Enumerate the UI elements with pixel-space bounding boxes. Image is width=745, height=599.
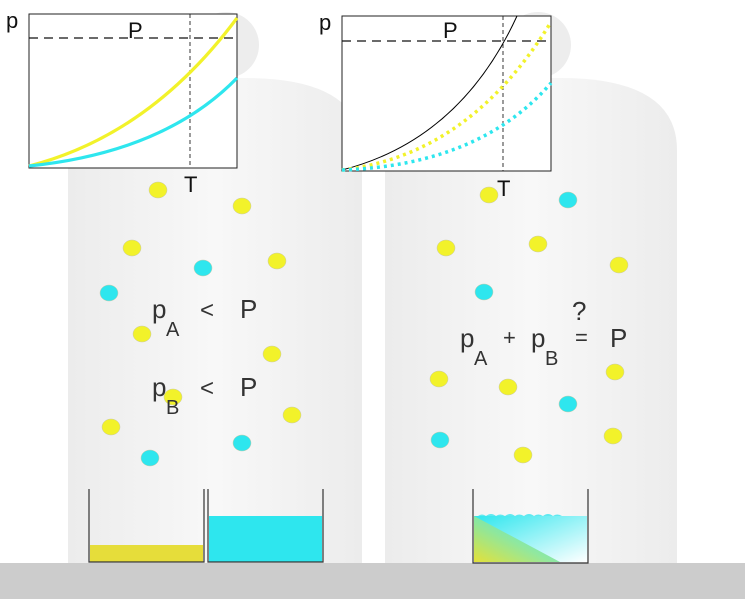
pressure-label: P [443,18,458,43]
molecule-b [99,284,119,302]
total-pressure-curve [341,15,518,171]
molecule-b [558,191,578,209]
molecule-a [513,446,533,464]
molecule-a [609,256,629,274]
right-molecules [429,186,629,464]
molecule-a [232,197,252,215]
right-pressure-graph: p P T [319,10,553,201]
floor [0,563,745,599]
left-pressure-graph: p P T [6,8,239,197]
molecule-a [282,406,302,424]
molecule-a [498,378,518,396]
molecule-a [603,427,623,445]
liquid-b [209,516,322,562]
plus: + [503,325,516,350]
molecule-a [429,370,449,388]
rhs: P [240,294,257,324]
beaker-liquid-b [207,489,324,563]
subscript: B [166,397,179,419]
equals: = [575,325,588,350]
molecule-a [479,186,499,204]
molecule-b [430,431,450,449]
sub1: A [474,348,488,370]
operator: < [200,375,214,402]
question-mark: ? [572,296,586,326]
molecule-b [474,283,494,301]
molecule-a [163,388,183,406]
beaker-mixture [472,489,589,564]
molecule-a [122,239,142,257]
mixture-yellow [474,516,560,562]
temperature-label: T [184,172,197,197]
left-relation-b: p B < P [152,372,257,419]
gas-a-curve [28,17,239,168]
partial-pressure-symbol: p [152,294,166,324]
operator: < [200,297,214,324]
molecule-a [262,345,282,363]
beaker-liquid-a [88,489,205,563]
left-molecules [99,181,302,467]
term2: p [531,323,545,353]
y-axis-label: p [6,8,18,33]
molecule-b [140,449,160,467]
molecule-a [605,363,625,381]
right-relation: ? p A + p B = P [460,296,627,370]
molecule-a [267,252,287,270]
molecule-a [436,239,456,257]
rhs: P [610,323,627,353]
partial-pressure-symbol: p [152,372,166,402]
molecule-b [558,395,578,413]
sub2: B [545,348,558,370]
molecule-a [132,325,152,343]
pressure-label: P [128,18,143,43]
temperature-label: T [497,176,510,201]
mixture-surface [478,514,562,516]
liquid-a [90,545,203,562]
molecule-a [528,235,548,253]
y-axis-label: p [319,10,331,35]
molecule-b [232,434,252,452]
gas-b-curve [28,76,239,168]
subscript: A [166,319,180,341]
term1: p [460,323,474,353]
rhs: P [240,372,257,402]
molecule-a [148,181,168,199]
molecule-a [101,418,121,436]
left-relation-a: p A < P [152,294,257,341]
molecule-b [193,259,213,277]
